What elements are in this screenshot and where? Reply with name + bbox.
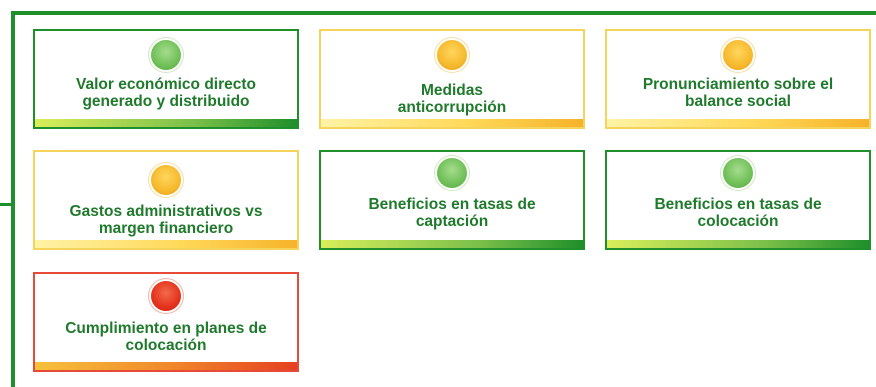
indicator-card-balance-social: Pronunciamiento sobre el balance social bbox=[605, 29, 871, 129]
indicator-label: Valor económico directo generado y distr… bbox=[75, 76, 257, 110]
frame-top-line bbox=[11, 11, 876, 15]
status-light-yellow-icon bbox=[723, 40, 753, 70]
indicator-card-gastos-administrativos: Gastos administrativos vs margen financi… bbox=[33, 150, 299, 250]
frame-left-line bbox=[11, 11, 15, 387]
indicator-card-valor-economico: Valor económico directo generado y distr… bbox=[33, 29, 299, 129]
status-light-green-icon bbox=[151, 40, 181, 70]
card-accent-bar bbox=[35, 240, 297, 248]
status-light-green-icon bbox=[723, 158, 753, 188]
status-light-red-icon bbox=[151, 281, 181, 311]
indicator-label: Medidas anticorrupción bbox=[397, 82, 507, 116]
indicator-label: Cumplimiento en planes de colocación bbox=[65, 320, 267, 354]
indicator-card-planes-colocacion: Cumplimiento en planes de colocación bbox=[33, 272, 299, 372]
card-accent-bar bbox=[607, 119, 869, 127]
card-accent-bar bbox=[35, 119, 297, 127]
frame-connector-line bbox=[0, 203, 15, 206]
indicator-label: Beneficios en tasas de captación bbox=[368, 196, 536, 230]
status-light-green-icon bbox=[437, 158, 467, 188]
card-accent-bar bbox=[607, 240, 869, 248]
card-accent-bar bbox=[321, 240, 583, 248]
card-accent-bar bbox=[321, 119, 583, 127]
indicator-label: Gastos administrativos vs margen financi… bbox=[69, 203, 263, 237]
card-accent-bar bbox=[35, 362, 297, 370]
indicator-label: Pronunciamiento sobre el balance social bbox=[642, 76, 834, 110]
status-light-yellow-icon bbox=[151, 165, 181, 195]
indicator-card-tasas-captacion: Beneficios en tasas de captación bbox=[319, 150, 585, 250]
indicator-label: Beneficios en tasas de colocación bbox=[654, 196, 822, 230]
indicator-card-medidas-anticorrupcion: Medidas anticorrupción bbox=[319, 29, 585, 129]
indicator-card-tasas-colocacion: Beneficios en tasas de colocación bbox=[605, 150, 871, 250]
status-light-yellow-icon bbox=[437, 40, 467, 70]
